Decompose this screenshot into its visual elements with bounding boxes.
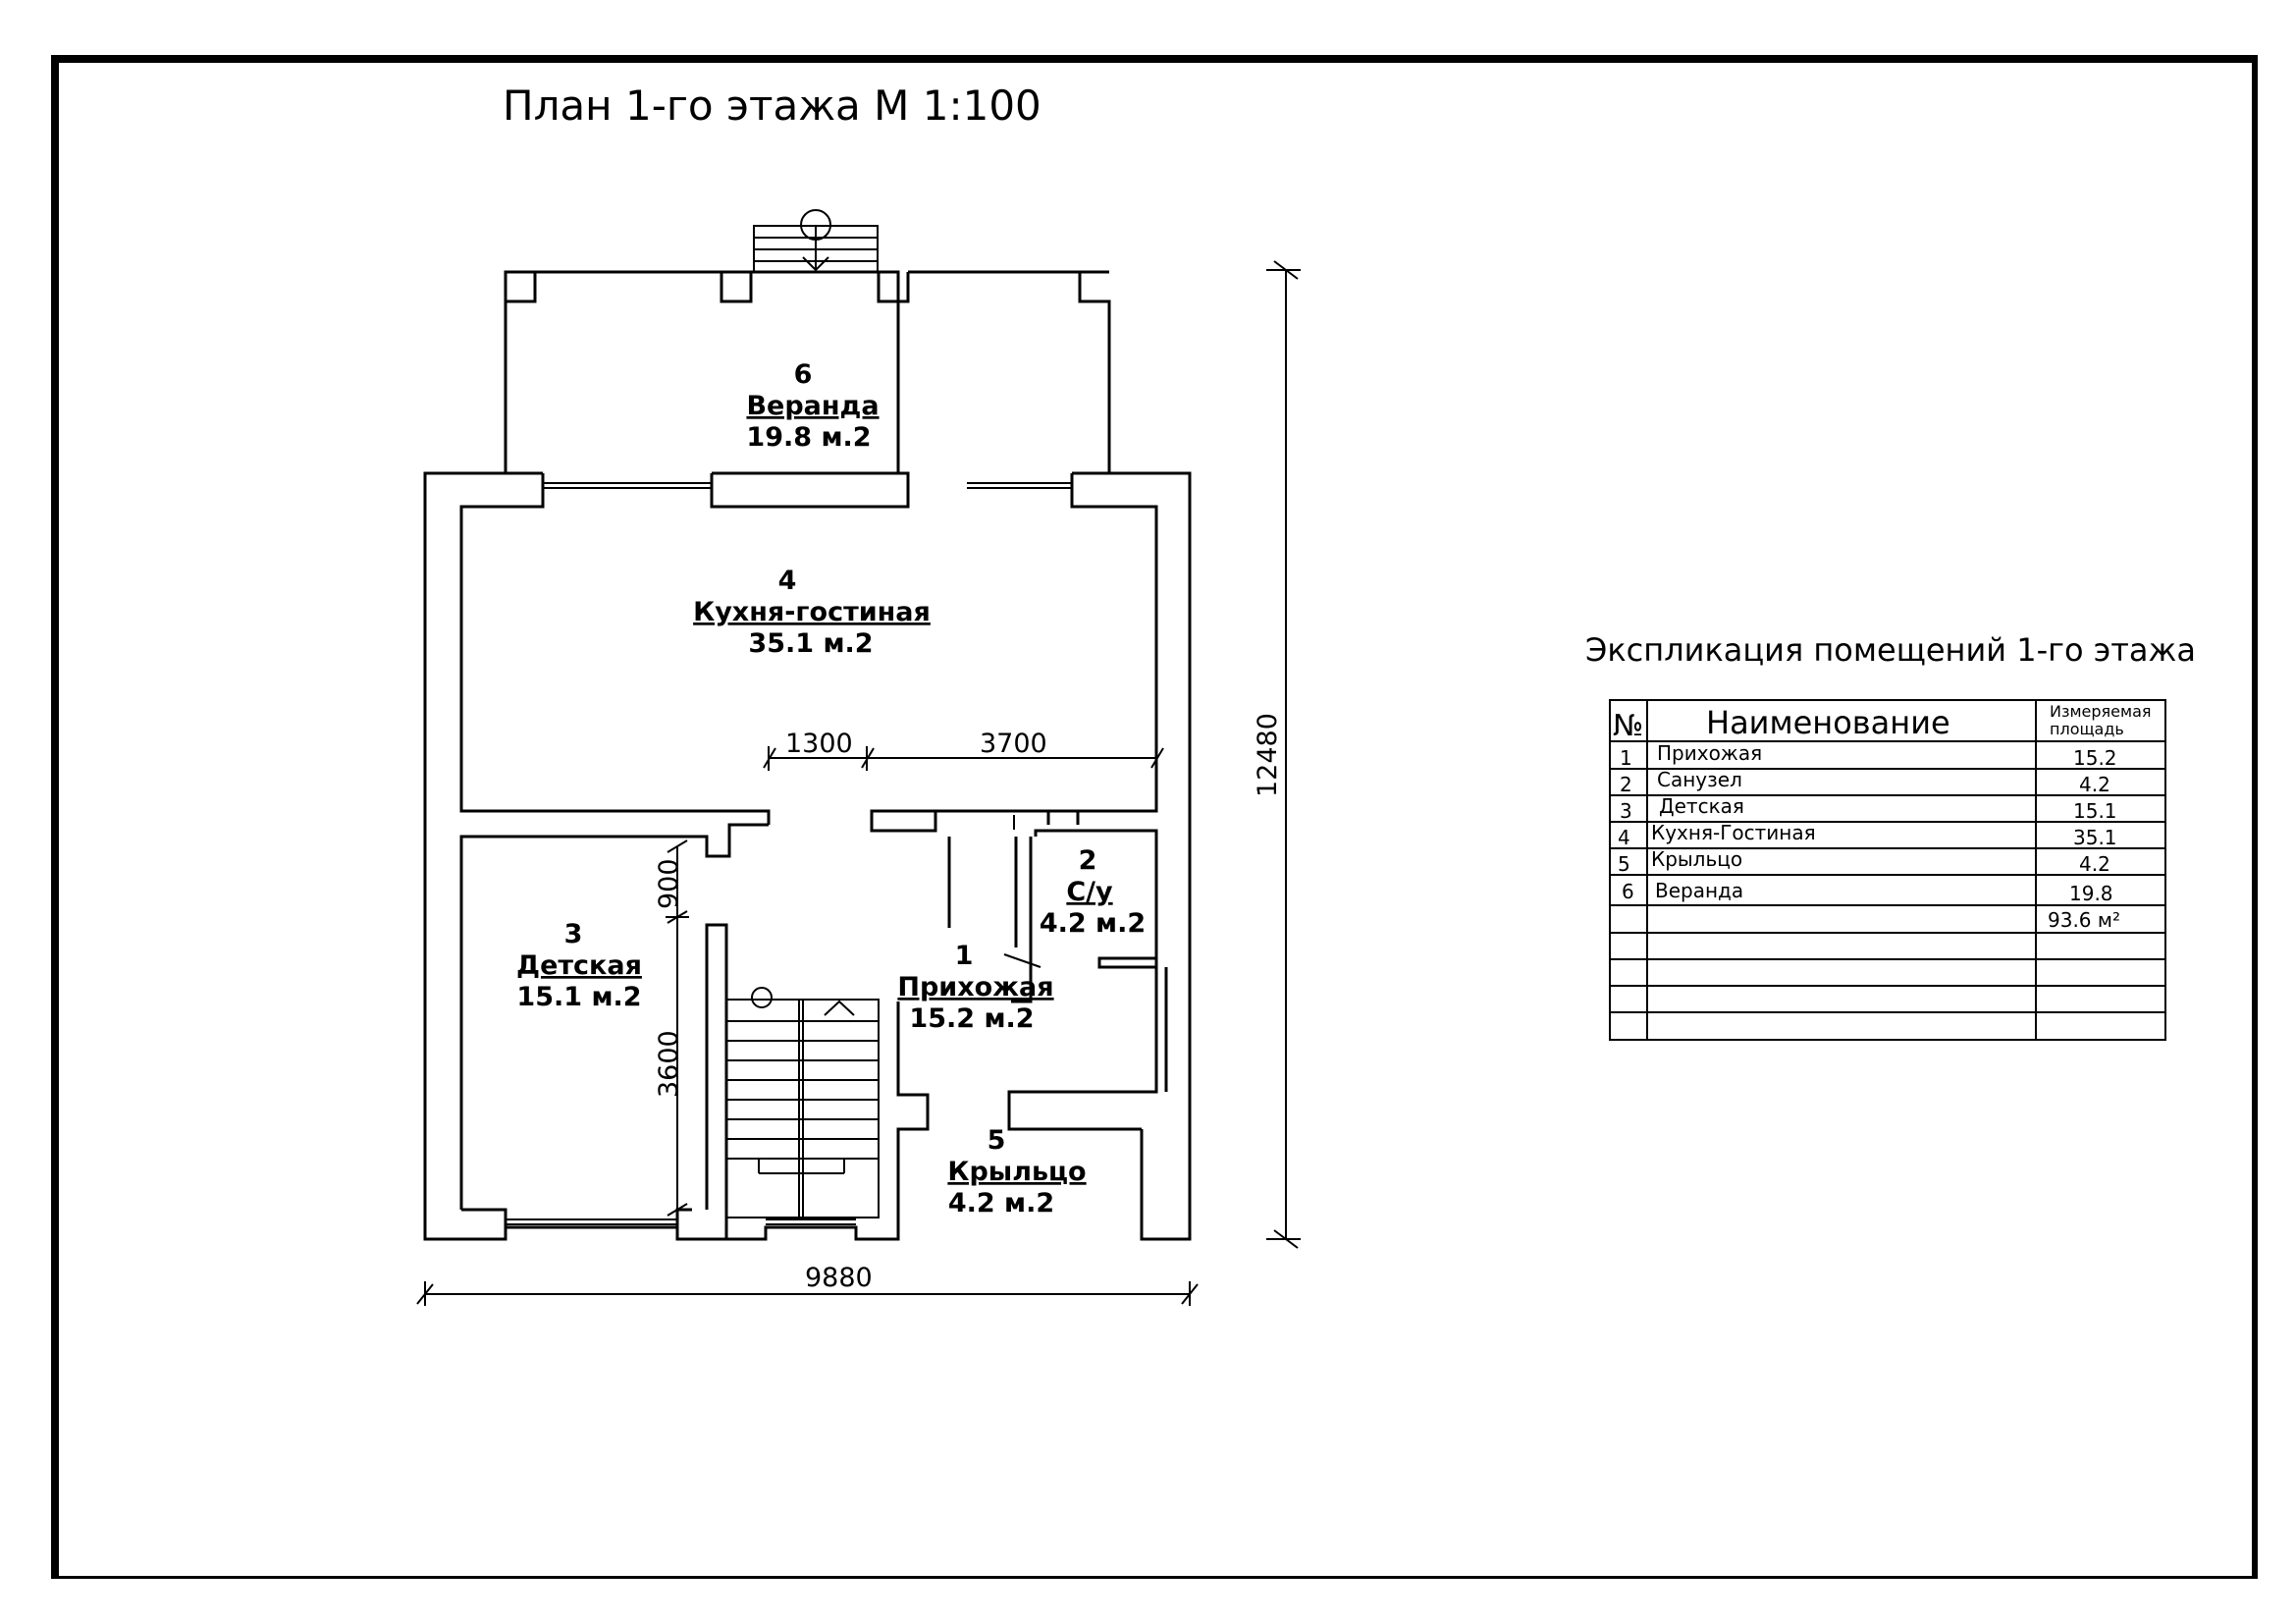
- svg-text:Санузел: Санузел: [1657, 768, 1742, 791]
- svg-text:15.1 м.2: 15.1 м.2: [516, 982, 641, 1012]
- svg-text:19.8: 19.8: [2069, 882, 2113, 905]
- svg-text:Прихожая: Прихожая: [897, 972, 1053, 1002]
- svg-text:4: 4: [1618, 826, 1630, 849]
- room-label-5: 5 Крыльцо 4.2 м.2: [947, 1125, 1086, 1218]
- table-row: 5 Крыльцо 4.2: [1618, 847, 2110, 876]
- dimension-lines: [416, 260, 1301, 1306]
- svg-text:Детская: Детская: [516, 950, 642, 981]
- room-label-2: 2 С/у 4.2 м.2: [1040, 845, 1146, 939]
- table-header-name: Наименование: [1706, 704, 1950, 741]
- dim-1300: 1300: [785, 729, 853, 759]
- table-row: 3 Детская 15.1: [1620, 794, 2117, 823]
- veranda-steps: [753, 209, 879, 273]
- svg-text:Крыльцо: Крыльцо: [947, 1157, 1086, 1187]
- room-label-6: 6 Веранда 19.8 м.2: [746, 359, 879, 453]
- svg-text:35.1: 35.1: [2073, 826, 2117, 849]
- svg-text:35.1 м.2: 35.1 м.2: [748, 628, 873, 659]
- svg-text:3: 3: [1620, 799, 1632, 823]
- table-row: 1 Прихожая 15.2: [1620, 741, 2117, 770]
- drawing-frame: [51, 55, 2258, 1579]
- veranda-outline: [504, 270, 1111, 473]
- explication-title: Экспликация помещений 1-го этажа: [1585, 631, 2196, 669]
- svg-text:Кухня-гостиная: Кухня-гостиная: [693, 597, 931, 627]
- table-header-area-1: Измеряемая: [2050, 702, 2152, 721]
- dim-width-total: 9880: [805, 1263, 873, 1293]
- house-walls: [423, 471, 1192, 1241]
- dim-900: 900: [654, 858, 684, 909]
- svg-text:4.2: 4.2: [2079, 852, 2110, 876]
- table-row: 6 Веранда 19.8: [1622, 879, 2113, 905]
- svg-text:3: 3: [564, 919, 583, 949]
- svg-text:6: 6: [794, 359, 813, 390]
- svg-text:Кухня-Гостиная: Кухня-Гостиная: [1651, 821, 1816, 844]
- svg-text:4.2 м.2: 4.2 м.2: [1040, 908, 1146, 939]
- dim-height-total: 12480: [1253, 713, 1283, 797]
- table-row: 2 Санузел 4.2: [1620, 768, 2110, 796]
- svg-text:15.2: 15.2: [2073, 746, 2117, 770]
- svg-text:5: 5: [988, 1125, 1006, 1156]
- svg-text:4: 4: [778, 566, 797, 596]
- table-row: 4 Кухня-Гостиная 35.1: [1618, 821, 2117, 849]
- svg-text:15.1: 15.1: [2073, 799, 2117, 823]
- explication-table: [1609, 699, 2166, 1041]
- svg-text:6: 6: [1622, 880, 1634, 903]
- plan-title: План 1-го этажа М 1:100: [503, 81, 1041, 130]
- svg-text:4.2 м.2: 4.2 м.2: [948, 1188, 1054, 1218]
- svg-text:15.2 м.2: 15.2 м.2: [909, 1003, 1034, 1034]
- room-label-1: 1 Прихожая 15.2 м.2: [897, 941, 1053, 1034]
- staircase: [725, 987, 880, 1218]
- svg-text:19.8 м.2: 19.8 м.2: [746, 422, 871, 453]
- svg-text:1: 1: [1620, 746, 1632, 770]
- svg-text:1: 1: [955, 941, 974, 971]
- table-header-num: №: [1613, 709, 1643, 743]
- table-total: 93.6 м²: [2048, 908, 2120, 932]
- table-header-area-2: площадь: [2050, 720, 2124, 738]
- svg-text:Веранда: Веранда: [746, 391, 879, 421]
- svg-text:2: 2: [1079, 845, 1097, 876]
- room-label-4: 4 Кухня-гостиная 35.1 м.2: [693, 566, 931, 659]
- svg-text:Детская: Детская: [1659, 794, 1744, 818]
- dim-3700: 3700: [980, 729, 1047, 759]
- svg-text:Прихожая: Прихожая: [1657, 741, 1762, 765]
- room-label-3: 3 Детская 15.1 м.2: [516, 919, 642, 1012]
- svg-text:Веранда: Веранда: [1655, 879, 1743, 902]
- dim-3600: 3600: [654, 1030, 684, 1098]
- svg-text:2: 2: [1620, 773, 1632, 796]
- svg-text:Крыльцо: Крыльцо: [1651, 847, 1742, 871]
- svg-text:5: 5: [1618, 852, 1630, 876]
- svg-text:С/у: С/у: [1066, 877, 1113, 907]
- svg-text:4.2: 4.2: [2079, 773, 2110, 796]
